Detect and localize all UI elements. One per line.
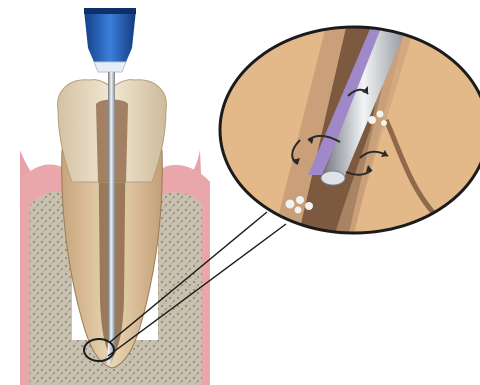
needle-hub xyxy=(84,8,136,72)
magnified-canal-view xyxy=(220,10,480,250)
